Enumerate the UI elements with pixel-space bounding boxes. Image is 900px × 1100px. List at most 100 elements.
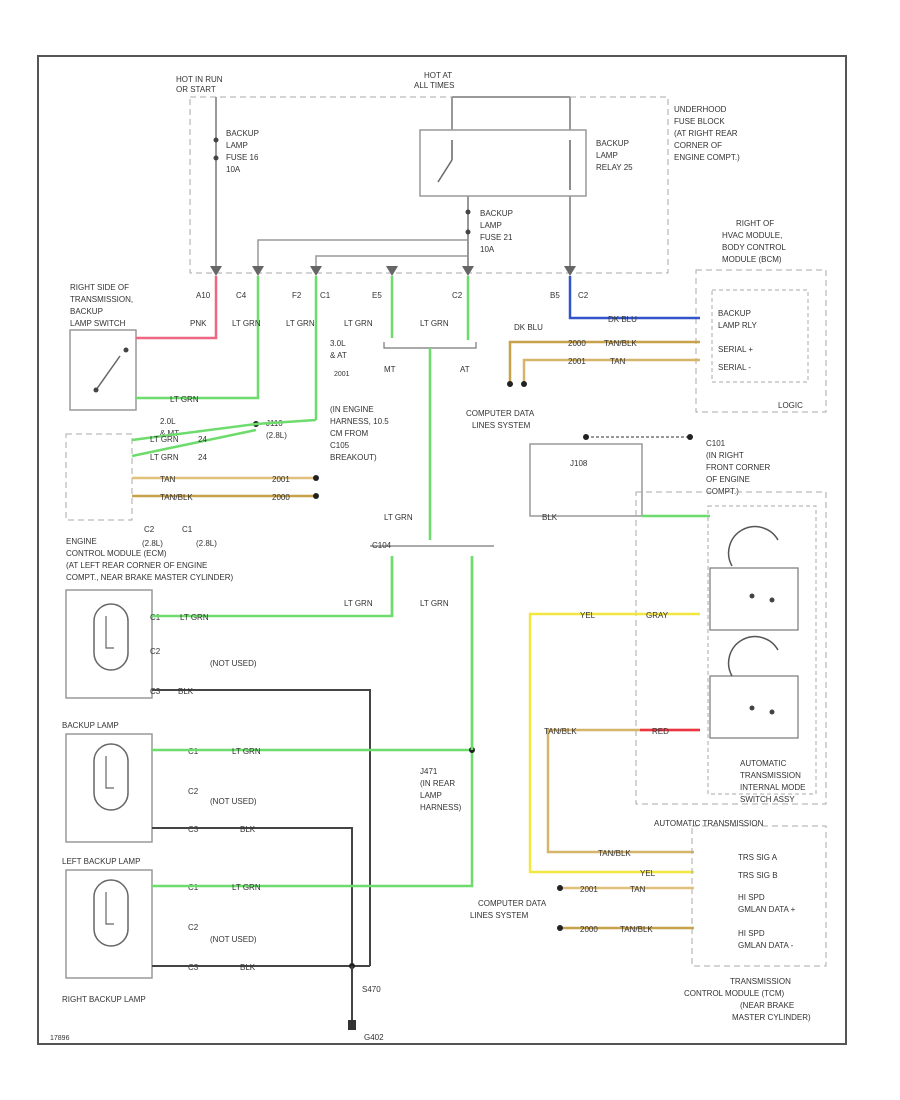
label-yel-tcm: YEL	[640, 869, 656, 878]
c101-line3: FRONT CORNER	[706, 463, 771, 472]
wire-tan-bcm	[522, 358, 700, 384]
bcm-pin-serial-plus: SERIAL +	[718, 345, 753, 354]
lamp-3-pin-c1: C1	[188, 883, 199, 892]
tag-28l-b: (2.8L)	[196, 539, 217, 548]
label-lt-grn-switch: LT GRN	[170, 395, 199, 404]
label-dk-blu-wire: DK BLU	[608, 315, 637, 324]
label-2000-ecm: 2000	[272, 493, 290, 502]
j471-label: J471 (IN REAR LAMP HARNESS)	[420, 767, 462, 812]
tcm-pin-gmlan-minus: GMLAN DATA -	[738, 941, 794, 950]
source-hot-run-line2: OR START	[176, 85, 216, 94]
label-tan-blk-trs: TAN/BLK	[544, 727, 577, 736]
tcm-pin-hi-spd-b: HI SPD	[738, 929, 765, 938]
label-lt-grn-ecm-b: LT GRN	[150, 453, 179, 462]
tim-line3: INTERNAL MODE	[740, 783, 806, 792]
tag-30l: 3.0L	[330, 339, 346, 348]
label-dk-blu-side: DK BLU	[514, 323, 543, 332]
ecm-data-node-b	[313, 493, 319, 499]
lamp-1-bulb	[93, 603, 129, 671]
label-2001-bcm: 2001	[568, 357, 586, 366]
connector-a10	[210, 266, 222, 276]
trans-switch-line4: LAMP SWITCH	[70, 319, 126, 328]
lamp-2-bulb	[93, 743, 129, 811]
mode-switch-lower	[709, 675, 799, 739]
mode-switch-arc-upper	[727, 525, 779, 567]
connector-label-a10: A10	[196, 291, 211, 300]
label-blk-lamp3: BLK	[240, 963, 256, 972]
tim-line4: SWITCH ASSY	[740, 795, 795, 804]
c101-line4: OF ENGINE	[706, 475, 750, 484]
c101-label: C101 (IN RIGHT FRONT CORNER OF ENGINE CO…	[706, 439, 771, 496]
tim-line2: TRANSMISSION	[740, 771, 801, 780]
label-24-ecm-a: 24	[198, 435, 207, 444]
label-lt-grn-c2: LT GRN	[420, 319, 449, 328]
lamp-1-not-used: (NOT USED)	[210, 659, 257, 668]
mt-at-junction-bracket	[383, 342, 477, 349]
wire-lt-grn-ecm-a	[131, 418, 317, 442]
connector-label-c2b: C2	[578, 291, 589, 300]
ecm-box	[65, 433, 133, 521]
bcm-data-node-a	[507, 381, 513, 387]
c101-line5: COMPT.)	[706, 487, 739, 496]
fuse-bus-left	[257, 239, 468, 272]
ecm-line1: ENGINE	[66, 537, 97, 546]
fuse21-terminal-bottom	[465, 229, 471, 235]
connector-label-c2a: C2	[452, 291, 463, 300]
wire-lt-grn-switch	[136, 276, 260, 400]
computer-data-node-right	[687, 434, 693, 440]
mode-switch-inner	[707, 505, 817, 795]
computer-data-bottom-line1: COMPUTER DATA	[478, 899, 547, 908]
harness-line3: CM FROM	[330, 429, 369, 438]
fuse16-line2: LAMP	[226, 141, 248, 150]
fuse21-label: BACKUP LAMP FUSE 21 10A	[480, 209, 513, 254]
bcm-line2: HVAC MODULE,	[722, 231, 782, 240]
fuse-block-box	[189, 96, 669, 274]
trans-switch-line2: TRANSMISSION,	[70, 295, 133, 304]
ecm-connector-c2: C2	[144, 525, 155, 534]
bcm-inner-box	[711, 289, 809, 383]
label-lt-grn-lamp1: LT GRN	[180, 613, 209, 622]
left-backup-lamp-label: LEFT BACKUP LAMP	[62, 857, 140, 866]
trans-switch-line3: BACKUP	[70, 307, 103, 316]
wire-pnk	[136, 276, 218, 340]
lamp-2-pin-c3: C3	[188, 825, 199, 834]
relay-line1: BACKUP	[596, 139, 629, 148]
mode-switch-upper	[709, 567, 799, 631]
tcm-pin-trs-b: TRS SIG B	[738, 871, 778, 880]
label-2001-tcm: 2001	[580, 885, 598, 894]
label-gray: GRAY	[646, 611, 669, 620]
fuse16-label: BACKUP LAMP FUSE 16 10A	[226, 129, 259, 174]
wire-dk-blu	[568, 276, 700, 320]
relay-label: BACKUP LAMP RELAY 25	[596, 139, 633, 172]
connector-label-b5: B5	[550, 291, 560, 300]
tcm-pin-hi-spd-a: HI SPD	[738, 893, 765, 902]
fuse-block-line1: UNDERHOOD	[674, 105, 727, 114]
harness-line2: HARNESS, 10.5	[330, 417, 389, 426]
tag-20l: 2.0L	[160, 417, 176, 426]
connector-c4	[252, 266, 264, 276]
mode-contact-1	[749, 593, 755, 599]
ground-icon	[348, 1020, 356, 1030]
backup-lamp-label: BACKUP LAMP	[62, 721, 119, 730]
label-2000-bcm: 2000	[568, 339, 586, 348]
label-red: RED	[652, 727, 669, 736]
connector-b5	[564, 266, 576, 276]
ecm-connector-c1: C1	[182, 525, 193, 534]
label-lt-grn-c104-a: LT GRN	[344, 599, 373, 608]
relay-line3: RELAY 25	[596, 163, 633, 172]
harness-line1: (IN ENGINE	[330, 405, 374, 414]
computer-data-line1: COMPUTER DATA	[466, 409, 535, 418]
label-lt-grn-lamp3: LT GRN	[232, 883, 261, 892]
harness-line5: BREAKOUT)	[330, 453, 377, 462]
wire-blk-lamp2	[152, 827, 353, 966]
wire-tan-blk-trs	[546, 728, 700, 854]
lamp-2-pin-c1: C1	[188, 747, 199, 756]
label-lt-grn-e5: LT GRN	[344, 319, 373, 328]
trans-switch-label: RIGHT SIDE OF TRANSMISSION, BACKUP LAMP …	[70, 283, 133, 328]
backup-relay-box	[419, 129, 587, 197]
tcm-line2: CONTROL MODULE (TCM)	[684, 989, 784, 998]
j471-line3: LAMP	[420, 791, 442, 800]
relay-switch-blade	[437, 159, 453, 183]
tcm-line1: TRANSMISSION	[730, 977, 791, 986]
label-lt-grn-trunk: LT GRN	[384, 513, 413, 522]
